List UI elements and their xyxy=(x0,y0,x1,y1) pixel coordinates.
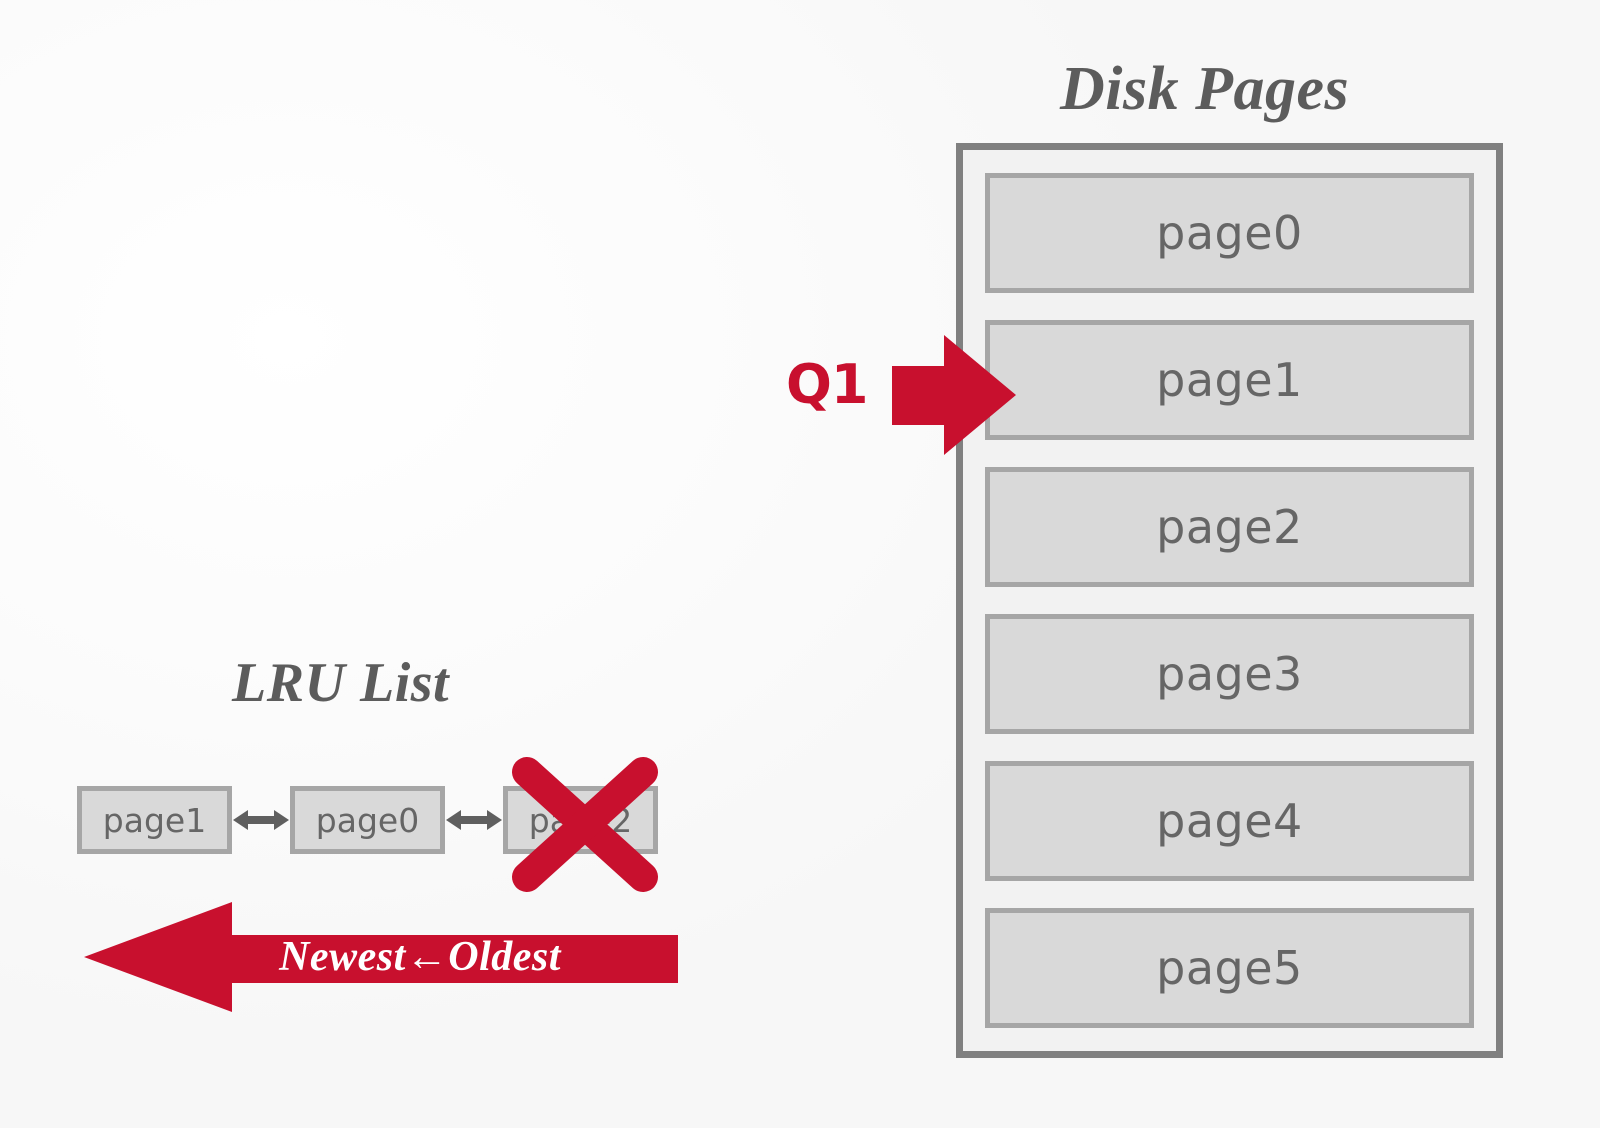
lru-node-2[interactable]: page2 xyxy=(503,786,658,854)
arrow-right-icon xyxy=(892,335,1016,455)
disk-page-1[interactable]: page1 xyxy=(985,320,1474,440)
disk-page-2[interactable]: page2 xyxy=(985,467,1474,587)
lru-link-0 xyxy=(232,805,290,835)
lru-node-chain: page1 page0 page2 xyxy=(77,784,667,856)
double-arrow-icon xyxy=(233,810,289,830)
recency-direction-arrow: Newest←Oldest xyxy=(80,898,680,1016)
disk-page-3[interactable]: page3 xyxy=(985,614,1474,734)
disk-page-0[interactable]: page0 xyxy=(985,173,1474,293)
disk-pages-container: page0 page1 page2 page3 page4 page5 xyxy=(956,143,1503,1058)
lru-node-0[interactable]: page1 xyxy=(77,786,232,854)
disk-page-5[interactable]: page5 xyxy=(985,908,1474,1028)
lru-list-title: LRU List xyxy=(232,652,450,714)
arrow-left-icon xyxy=(84,902,678,1012)
query-arrow-group: Q1 xyxy=(784,330,1016,460)
recency-label: Newest←Oldest xyxy=(279,934,561,980)
lru-link-1 xyxy=(445,805,503,835)
lru-node-1[interactable]: page0 xyxy=(290,786,445,854)
disk-pages-title: Disk Pages xyxy=(1060,55,1350,123)
double-arrow-icon xyxy=(446,810,502,830)
query-label: Q1 xyxy=(786,353,868,416)
disk-page-4[interactable]: page4 xyxy=(985,761,1474,881)
